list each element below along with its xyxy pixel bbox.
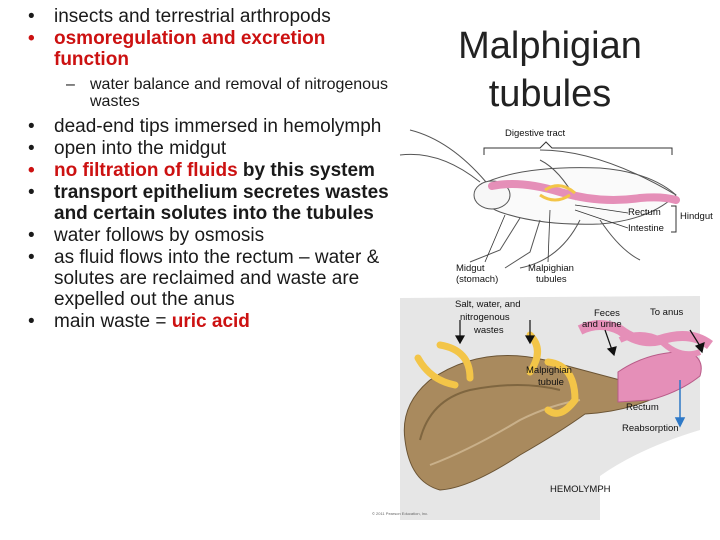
label-feces: Feces: [594, 308, 620, 319]
gut-detail: [403, 320, 713, 491]
flow-arrows: [674, 380, 686, 428]
label-salt: Salt, water, and: [455, 299, 520, 310]
bullet-4: •open into the midgut: [28, 138, 227, 159]
rectum-tube: [617, 351, 702, 403]
midgut-tube: [403, 355, 651, 491]
intestine-wall: [577, 320, 713, 350]
label-digestive-tract: Digestive tract: [505, 128, 566, 139]
malpighian-tubules: [414, 331, 579, 417]
label-malpighian-top: Malpighian: [528, 263, 574, 274]
bullet-6: •transport epithelium secretes wastes an…: [28, 182, 389, 224]
bullet-8: •as fluid flows into the rectum – water …: [28, 247, 380, 310]
label-malpighian-mid: Malpighian: [526, 365, 572, 376]
label-rectum-lower: Rectum: [626, 402, 659, 413]
bullet-7: •water follows by osmosis: [28, 225, 265, 246]
label-reabsorption: Reabsorption: [622, 423, 679, 434]
title-line-1: Malphigian: [458, 25, 642, 67]
label-leaders-upper: [484, 204, 629, 263]
label-wastes: wastes: [473, 325, 504, 336]
label-stomach: (stomach): [456, 274, 498, 285]
label-intestine: Intestine: [628, 223, 664, 234]
label-tubules-top: tubules: [536, 274, 567, 285]
title-line-2: tubules: [488, 73, 612, 115]
bullet-list: •insects and terrestrial arthropods •osm…: [6, 6, 396, 333]
digestive-tract-brace: [483, 141, 673, 155]
bullet-3: •dead-end tips immersed in hemolymph: [28, 116, 382, 137]
gut-in-grasshopper: [488, 180, 680, 204]
label-tubule-mid: tubule: [538, 377, 564, 388]
bullet-5: •no filtration of fluids by this system: [28, 160, 375, 181]
slide-title: Malphigian tubules: [430, 22, 670, 118]
label-nitrogenous: nitrogenous: [460, 312, 510, 323]
label-and-urine: and urine: [582, 319, 622, 330]
label-hindgut: Hindgut: [680, 211, 713, 222]
hindgut-bracket: [671, 205, 677, 233]
label-to-anus: To anus: [650, 307, 684, 318]
bullet-2: •osmoregulation and excretion function: [28, 28, 326, 70]
black-arrows: [454, 320, 705, 357]
bullet-9: •main waste = uric acid: [28, 311, 250, 332]
label-rectum-upper: Rectum: [628, 207, 661, 218]
sub-bullet: –water balance and removal of nitrogenou…: [66, 76, 388, 110]
label-hemolymph: HEMOLYMPH: [550, 484, 611, 495]
copyright-text: © 2011 Pearson Education, Inc.: [372, 511, 428, 516]
label-midgut: Midgut: [456, 263, 485, 274]
bullet-1: •insects and terrestrial arthropods: [28, 6, 331, 27]
